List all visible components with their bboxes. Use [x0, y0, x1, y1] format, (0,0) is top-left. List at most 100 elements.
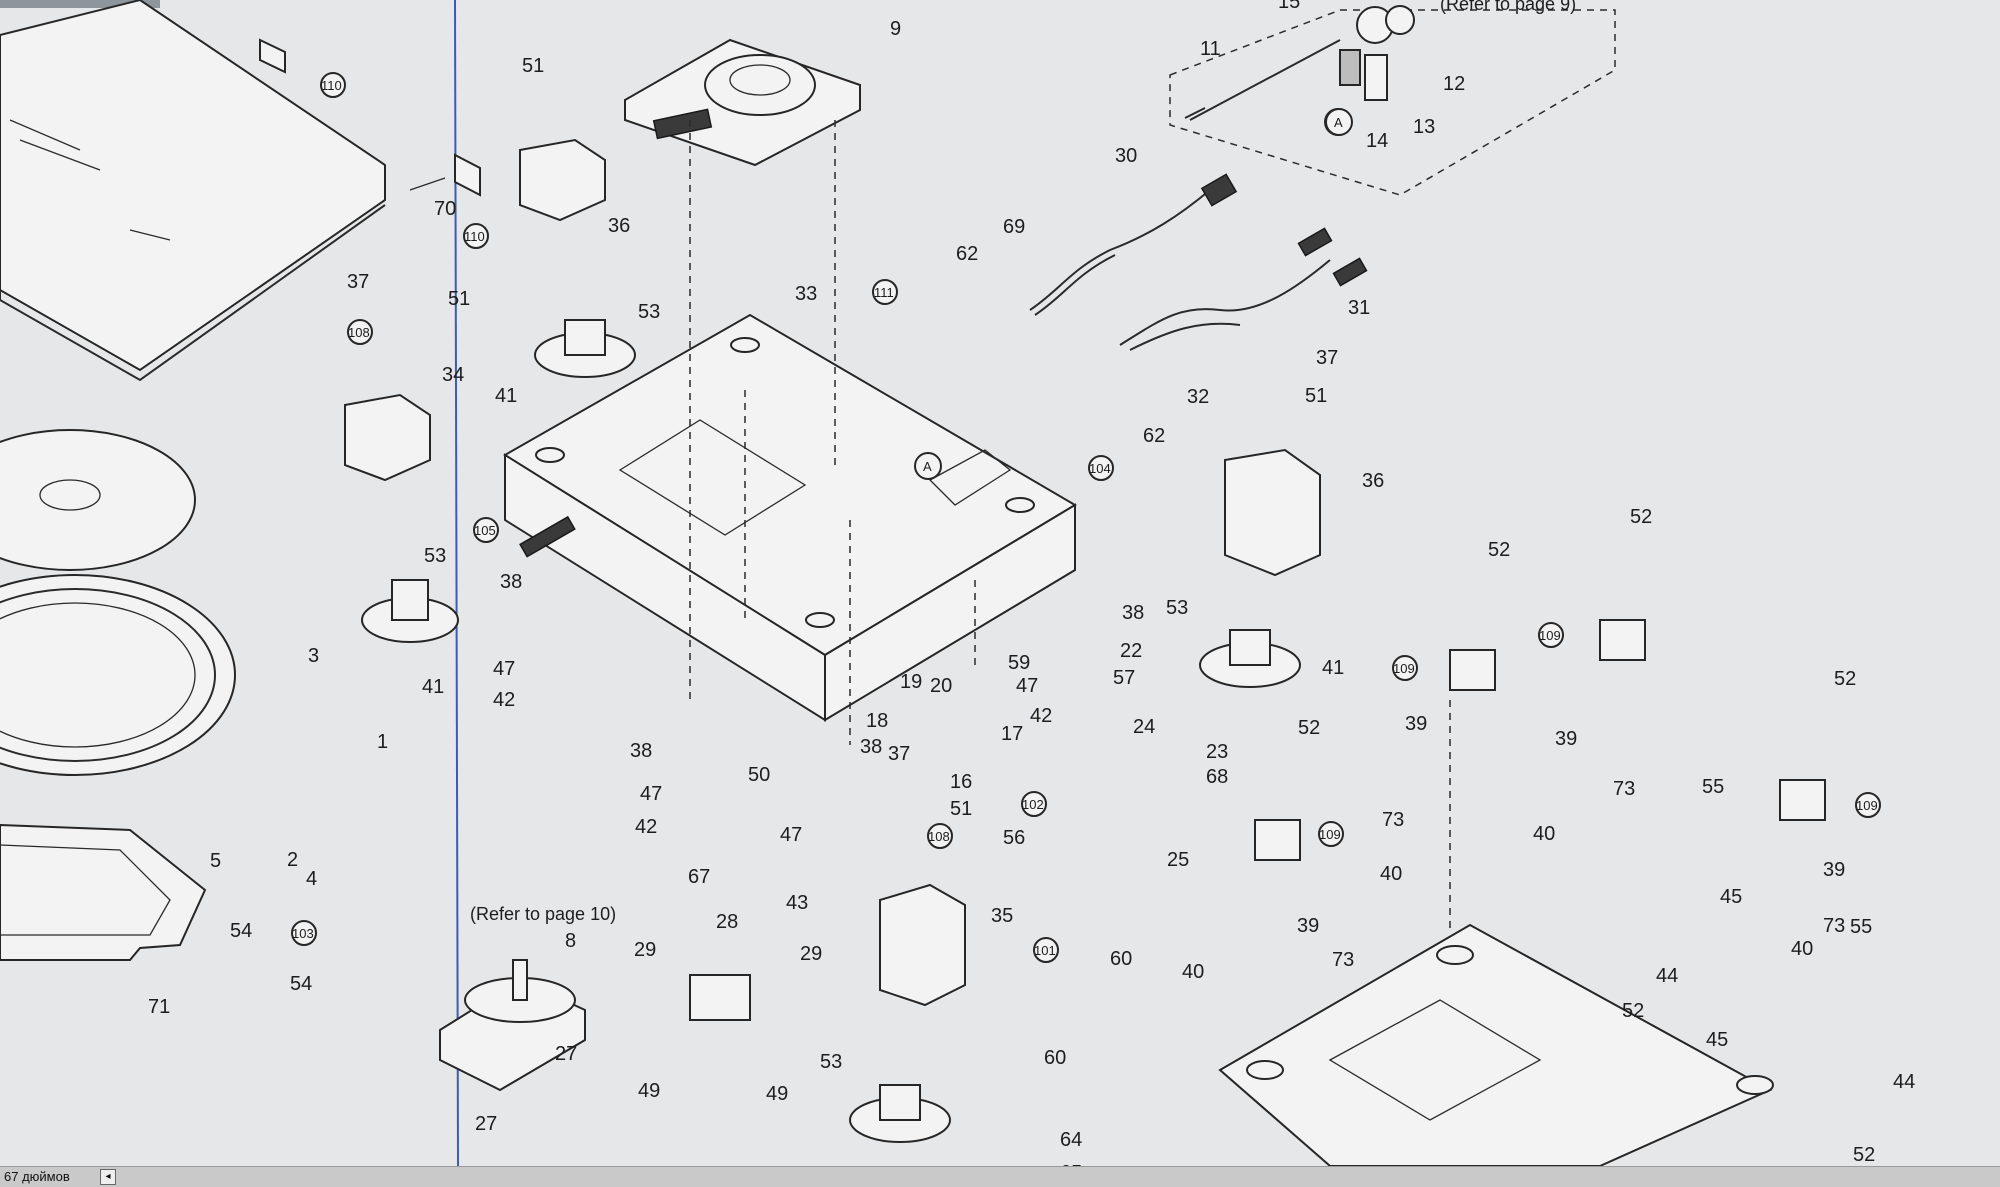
callout-40-c: 40	[1791, 938, 1813, 960]
callout-labels: (Refer to page 9) (Refer to page 10) 15 …	[148, 0, 1915, 1184]
ref-103: 103	[291, 920, 317, 946]
callout-47-d: 47	[780, 824, 802, 846]
callout-31: 31	[1348, 297, 1370, 319]
assembly-leaders	[689, 120, 1451, 930]
svg-text:103: 103	[292, 926, 314, 941]
callout-5: 5	[210, 850, 221, 872]
svg-text:109: 109	[1539, 628, 1561, 643]
power-cords	[1029, 173, 1368, 351]
callout-73-a: 73	[1613, 778, 1635, 800]
callout-64: 64	[1060, 1129, 1082, 1151]
svg-text:A: A	[1334, 115, 1343, 130]
callout-60-a: 60	[1110, 948, 1132, 970]
callout-40-a: 40	[1533, 823, 1555, 845]
callout-42-b: 42	[1030, 705, 1052, 727]
callout-54-b: 54	[290, 973, 312, 995]
callout-37-a: 37	[347, 271, 369, 293]
svg-text:102: 102	[1022, 797, 1044, 812]
zoom-label: 67 дюймов	[4, 1169, 70, 1184]
callout-44-a: 44	[1656, 965, 1678, 987]
callout-47-a: 47	[493, 658, 515, 680]
ref-A-a: A	[1325, 108, 1353, 136]
bottom-plate	[1218, 923, 1774, 1167]
feet-brackets	[344, 138, 1321, 1007]
ref-109-b: 109	[1538, 622, 1564, 648]
callout-42-a: 42	[493, 689, 515, 711]
callout-47-c: 47	[640, 783, 662, 805]
callout-30: 30	[1115, 145, 1137, 167]
svg-text:101: 101	[1034, 943, 1056, 958]
callout-45-a: 45	[1720, 886, 1742, 908]
callout-57: 57	[1113, 667, 1135, 689]
callout-51-d: 51	[950, 798, 972, 820]
callout-32: 32	[1187, 386, 1209, 408]
callout-12: 12	[1443, 73, 1465, 95]
ref-105: 105	[473, 517, 499, 543]
feet	[361, 319, 1301, 1143]
callout-51-b: 51	[448, 288, 470, 310]
svg-text:104: 104	[1089, 461, 1111, 476]
callout-38-d: 38	[860, 736, 882, 758]
callout-38-b: 38	[1122, 602, 1144, 624]
callout-55-a: 55	[1702, 776, 1724, 798]
arrow-left-icon[interactable]: ◂	[100, 1169, 116, 1185]
callout-22: 22	[1120, 640, 1142, 662]
callout-40-d: 40	[1182, 961, 1204, 983]
callout-52-e: 52	[1622, 1000, 1644, 1022]
callout-1: 1	[377, 731, 388, 753]
callout-67: 67	[688, 866, 710, 888]
callout-25: 25	[1167, 849, 1189, 871]
motors	[1254, 619, 1826, 861]
callout-36-b: 36	[1362, 470, 1384, 492]
callout-56: 56	[1003, 827, 1025, 849]
callout-33: 33	[795, 283, 817, 305]
callout-27-a: 27	[555, 1043, 577, 1065]
svg-text:110: 110	[464, 229, 485, 244]
callout-53-a: 53	[638, 301, 660, 323]
callout-9: 9	[890, 18, 901, 40]
ref-110-b: 110	[463, 223, 489, 249]
turntable-platter	[0, 429, 236, 961]
ref-A-b: A	[914, 452, 942, 480]
callout-43: 43	[786, 892, 808, 914]
page-margin-line	[454, 0, 459, 1167]
callout-62-b: 62	[1143, 425, 1165, 447]
callout-59: 59	[1008, 652, 1030, 674]
ref-104: 104	[1088, 455, 1114, 481]
callout-71: 71	[148, 996, 170, 1018]
callout-8: 8	[565, 930, 576, 952]
callout-60-b: 60	[1044, 1047, 1066, 1069]
ref-109-c: 109	[1318, 821, 1344, 847]
callout-47-b: 47	[1016, 675, 1038, 697]
callout-55-b: 55	[1850, 916, 1872, 938]
svg-text:105: 105	[474, 523, 496, 538]
ref-111: 111	[872, 279, 898, 305]
callout-44-b: 44	[1893, 1071, 1915, 1093]
callout-52-d: 52	[1298, 717, 1320, 739]
callout-34: 34	[442, 364, 464, 386]
callout-52-b: 52	[1488, 539, 1510, 561]
callout-29-a: 29	[634, 939, 656, 961]
callout-20: 20	[930, 675, 952, 697]
window-toolbar-strip	[0, 0, 160, 8]
callout-52-c: 52	[1834, 668, 1856, 690]
ref-102: 102	[1021, 791, 1047, 817]
callout-41-b: 41	[422, 676, 444, 698]
main-chassis	[503, 313, 1077, 722]
callout-42-c: 42	[635, 816, 657, 838]
cabinet-lid	[0, 0, 481, 382]
svg-text:109: 109	[1393, 661, 1415, 676]
svg-text:109: 109	[1319, 827, 1341, 842]
callout-37-b: 37	[1316, 347, 1338, 369]
callout-68: 68	[1206, 766, 1228, 788]
callout-73-c: 73	[1823, 915, 1845, 937]
callout-4: 4	[306, 868, 317, 890]
ref-109-a: 109	[1392, 655, 1418, 681]
callout-28: 28	[716, 911, 738, 933]
callout-13: 13	[1413, 116, 1435, 138]
callout-53-b: 53	[424, 545, 446, 567]
callout-38-a: 38	[500, 571, 522, 593]
callout-40-b: 40	[1380, 863, 1402, 885]
